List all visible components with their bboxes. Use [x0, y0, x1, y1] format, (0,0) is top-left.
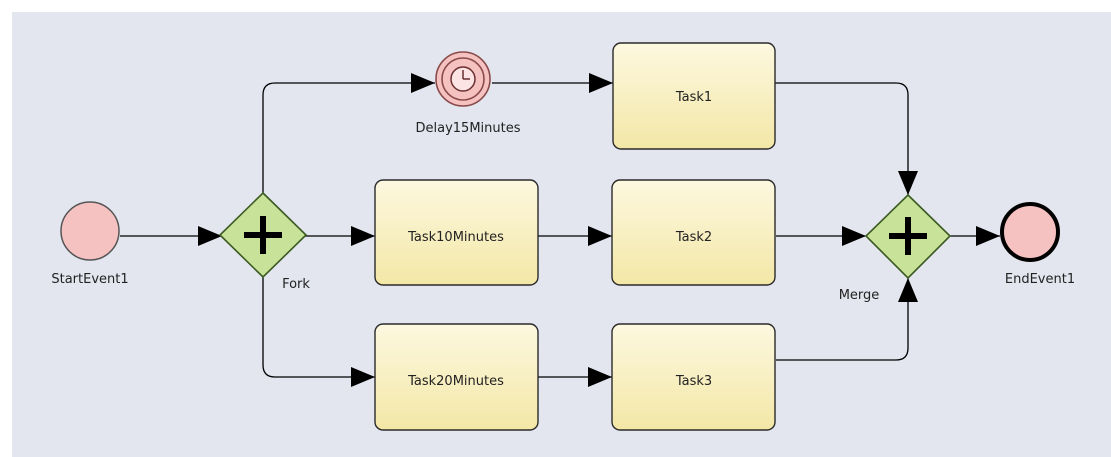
task20minutes[interactable]: Task20Minutes: [374, 323, 539, 431]
plus-icon: [889, 217, 927, 255]
fork-label: Fork: [282, 277, 310, 292]
task2[interactable]: Task2: [611, 179, 776, 286]
task3-box: [611, 323, 776, 431]
task2-box: [611, 179, 776, 286]
task20minutes-box: [374, 323, 539, 431]
end-event-icon: [1000, 202, 1060, 262]
delay-timer-event[interactable]: Delay15Minutes: [416, 51, 521, 136]
fork-gateway[interactable]: Fork: [218, 191, 310, 292]
edge-task1-to-merge[interactable]: [775, 82, 918, 195]
plus-icon: [244, 216, 282, 254]
task1-box: [612, 42, 776, 150]
task10minutes[interactable]: Task10Minutes: [374, 179, 539, 286]
edges: [120, 73, 1000, 387]
task10minutes-label: Task10Minutes: [407, 230, 504, 245]
end-event[interactable]: EndEvent1: [1000, 202, 1075, 287]
task3-label: Task3: [675, 374, 712, 389]
start-event-label: StartEvent1: [51, 272, 128, 287]
task10minutes-box: [374, 179, 539, 286]
edge-fork-to-delay[interactable]: [262, 73, 435, 194]
task20minutes-label: Task20Minutes: [407, 374, 504, 389]
task2-label: Task2: [675, 230, 712, 245]
end-event-label: EndEvent1: [1005, 272, 1075, 287]
edge-fork-to-task20[interactable]: [262, 276, 375, 387]
edge-task3-to-merge[interactable]: [776, 278, 918, 361]
task3[interactable]: Task3: [611, 323, 776, 431]
task1-label: Task1: [675, 90, 712, 105]
start-event-icon: [60, 201, 120, 261]
clock-icon: [450, 66, 476, 92]
merge-gateway[interactable]: Merge: [839, 193, 952, 303]
delay-label: Delay15Minutes: [416, 121, 521, 136]
task1[interactable]: Task1: [612, 42, 776, 150]
merge-label: Merge: [839, 288, 880, 303]
start-event[interactable]: StartEvent1: [51, 201, 129, 287]
